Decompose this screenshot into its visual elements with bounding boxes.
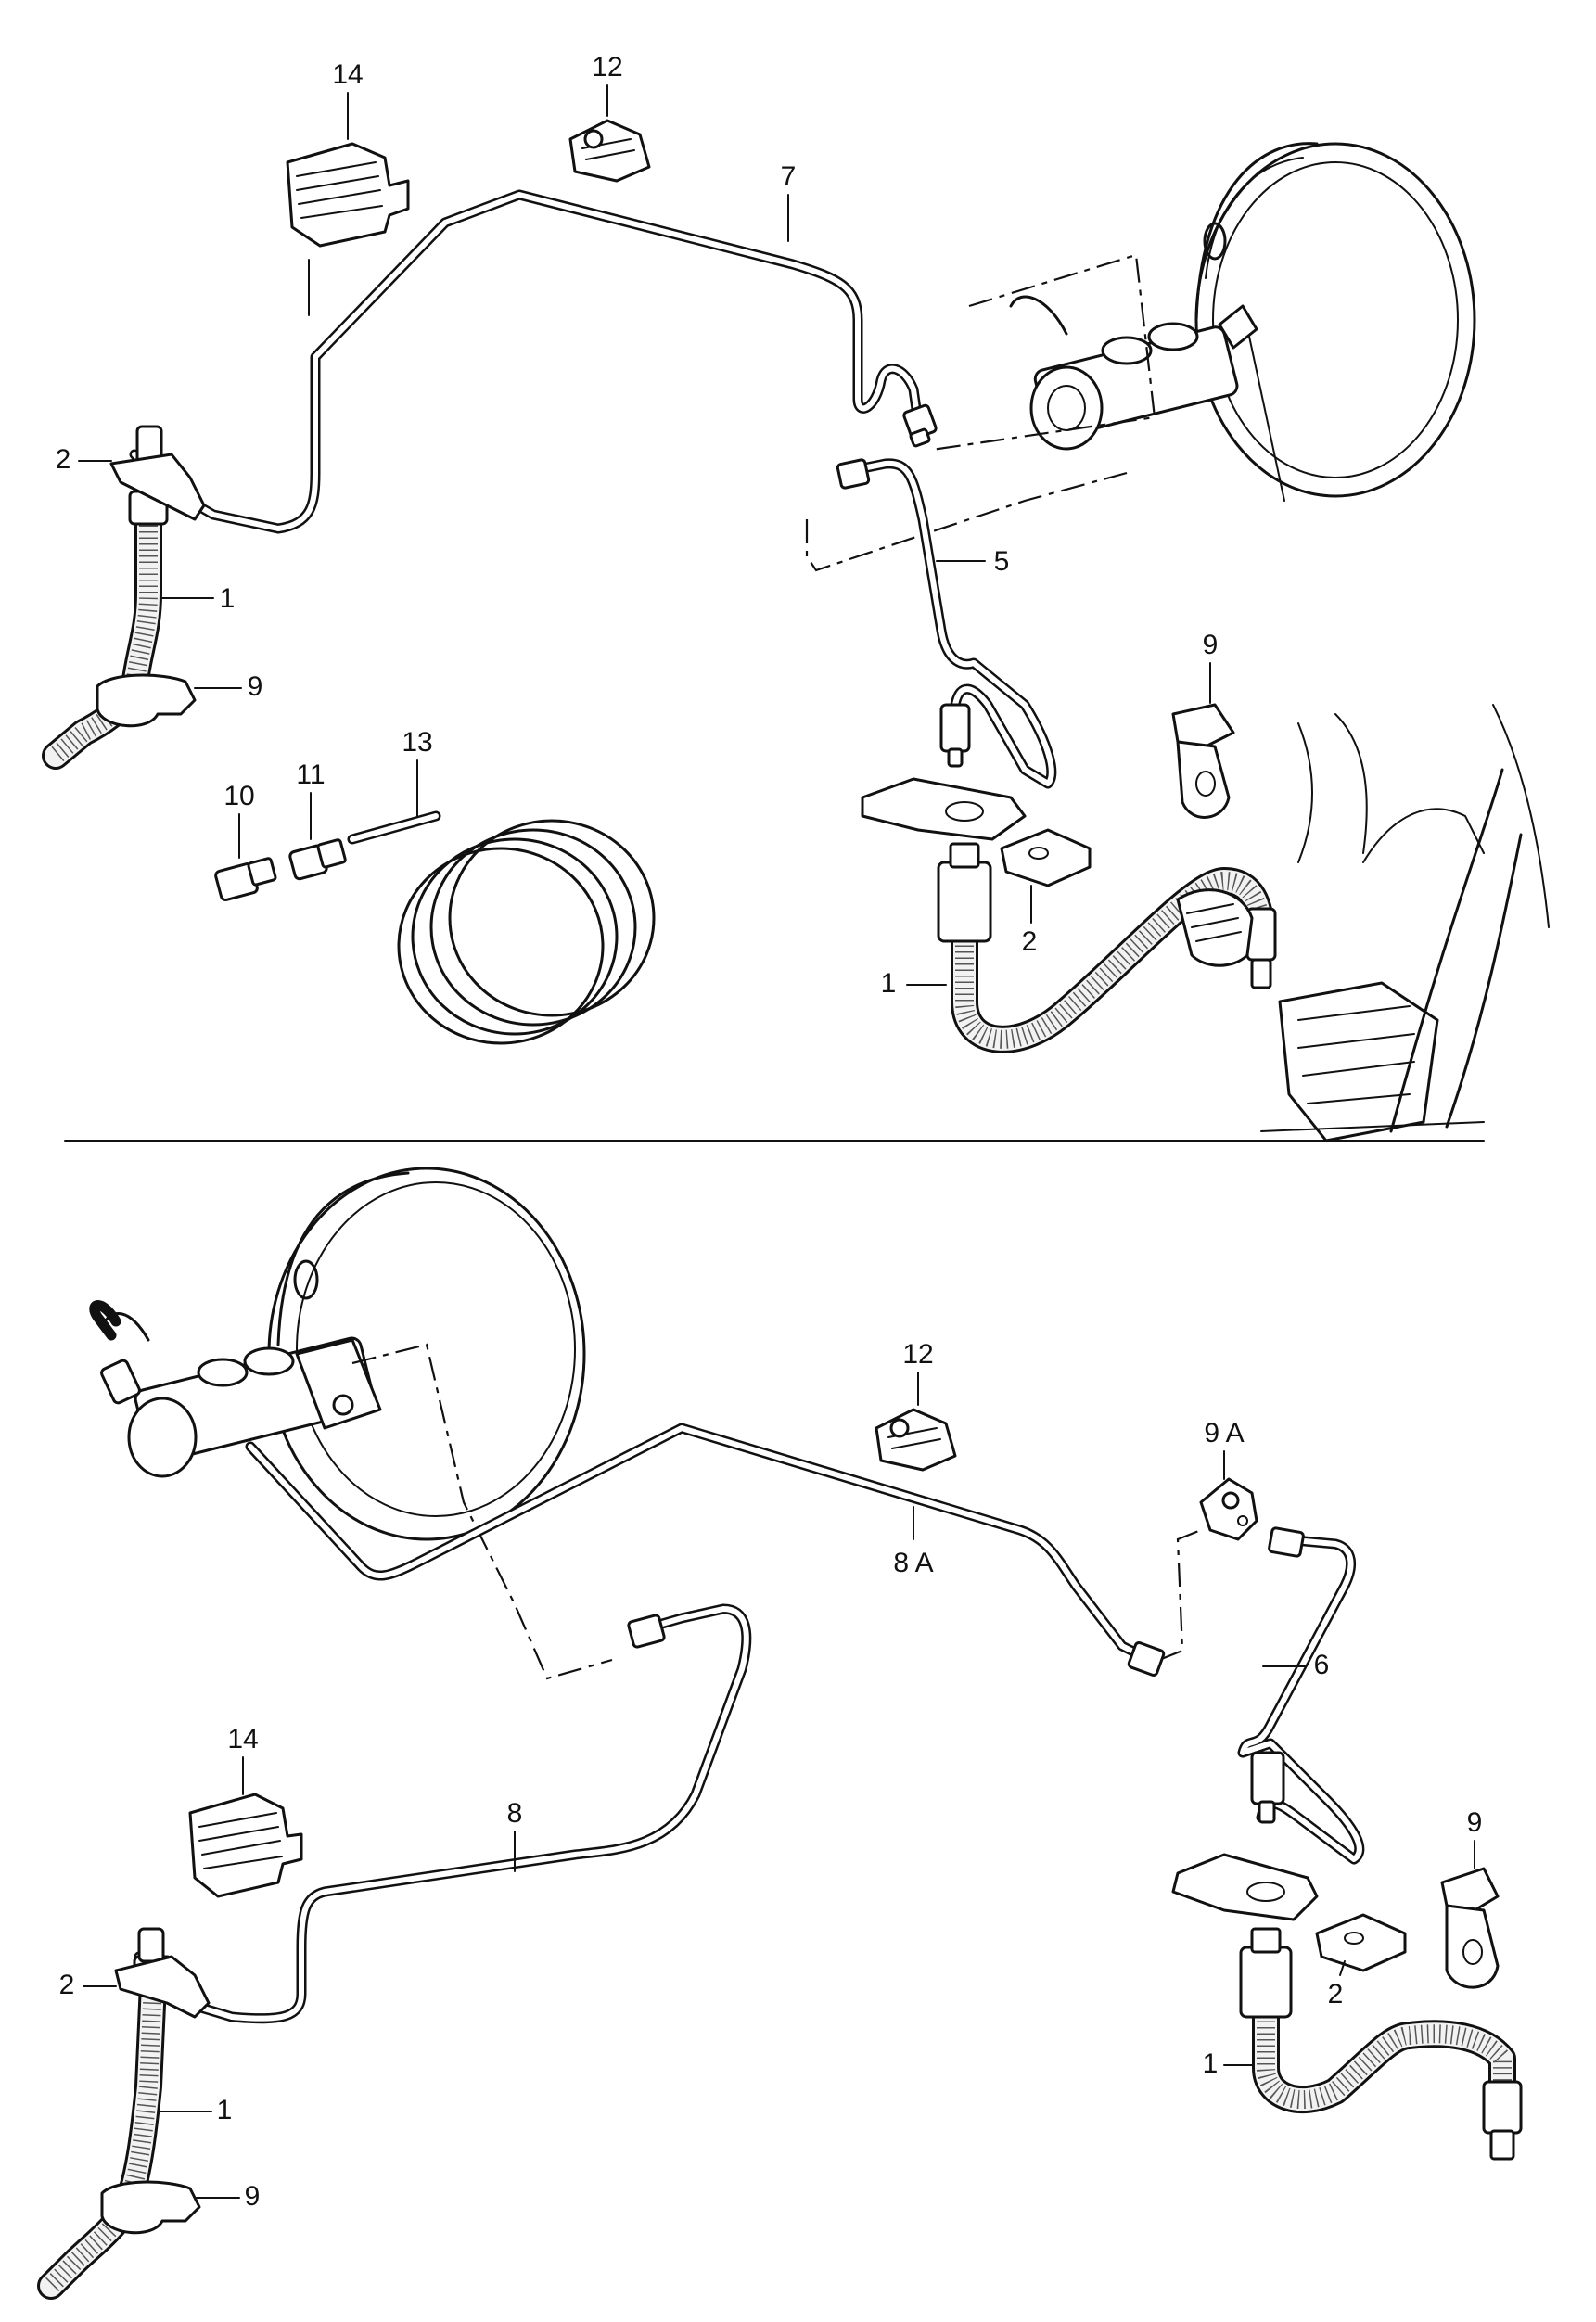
callout-8A: 8 A xyxy=(893,1548,933,1578)
master-cylinder-lower xyxy=(89,1300,382,1478)
callout-12-lower: 12 xyxy=(902,1339,933,1370)
clip-14-upper xyxy=(286,142,410,248)
bracket-2-lower-left xyxy=(114,1955,211,2019)
assembly-dashline-lower-1 xyxy=(351,1343,613,1680)
callout-9-upper-left: 9 xyxy=(248,671,263,702)
bracket-plate-upper xyxy=(861,777,1027,841)
callout-1-upper-right: 1 xyxy=(881,968,897,999)
callout-6: 6 xyxy=(1314,1650,1330,1680)
callout-10: 10 xyxy=(223,781,254,811)
bracket-hole-lower xyxy=(1246,1882,1285,1902)
fitting-10 xyxy=(214,857,277,902)
callout-12-upper: 12 xyxy=(592,52,622,83)
assembly-dashline-lower-2 xyxy=(1158,1528,1202,1662)
brake-line-8A xyxy=(245,1423,1166,1678)
callout-13: 13 xyxy=(402,727,432,758)
brake-line-5 xyxy=(836,458,1057,789)
brake-line-6 xyxy=(1237,1526,1365,1865)
clip-9-upper-left xyxy=(96,673,197,728)
brake-pipe-coil-13 xyxy=(347,810,656,1045)
callout-9-lower-right: 9 xyxy=(1467,1807,1483,1838)
assembly-dashline-upper-2 xyxy=(805,471,1128,572)
callout-2-lower-left: 2 xyxy=(59,1970,75,2000)
master-cylinder-upper xyxy=(1009,295,1258,451)
brake-line-8 xyxy=(134,1603,752,2024)
callout-5: 5 xyxy=(994,546,1010,577)
clip-9-lower-left xyxy=(100,2180,201,2235)
callout-9-lower-left: 9 xyxy=(245,2181,261,2212)
lower-section: 12 8 A 9 A 6 14 8 9 2 2 1 1 9 xyxy=(37,1167,1523,2300)
callout-9A: 9 A xyxy=(1204,1418,1244,1448)
callout-1-lower-left: 1 xyxy=(217,2095,233,2125)
callout-1-upper-left: 1 xyxy=(220,583,236,614)
callout-1-lower-right: 1 xyxy=(1203,2048,1219,2079)
clip-hole-lower-right xyxy=(1344,1932,1364,1945)
assembly-dashline-upper-1 xyxy=(931,253,1156,452)
clip-12-upper xyxy=(568,119,651,183)
bracket-hole-upper xyxy=(945,801,984,822)
bracket-2-upper-left xyxy=(109,453,206,521)
callout-2-upper-right: 2 xyxy=(1022,926,1038,957)
upper-section: 14 12 7 2 1 9 5 9 10 11 13 2 1 xyxy=(42,52,1550,1142)
clip-9-upper-right xyxy=(1171,703,1235,819)
clip-hole-upper-right xyxy=(1028,847,1049,860)
bracket-plate-lower xyxy=(1171,1853,1319,1921)
callout-11: 11 xyxy=(296,759,325,790)
brake-hose-1-lower-right xyxy=(1239,1927,1523,2161)
callout-2-lower-right: 2 xyxy=(1328,1979,1344,2009)
clip-12-lower xyxy=(875,1408,957,1472)
brake-booster-upper xyxy=(1194,142,1476,502)
callout-14-lower: 14 xyxy=(227,1724,258,1754)
clip-14-lower xyxy=(188,1793,303,1898)
clip-9-lower-right xyxy=(1440,1867,1500,1989)
connector-9A xyxy=(1199,1477,1258,1541)
brake-line-7 xyxy=(129,189,938,534)
callout-7: 7 xyxy=(781,161,797,192)
caliper-assembly-upper xyxy=(1176,704,1550,1142)
callout-8: 8 xyxy=(507,1798,523,1829)
callout-9-upper-right: 9 xyxy=(1203,630,1219,660)
fitting-11 xyxy=(288,838,347,881)
brake-hose-1-upper-right xyxy=(937,842,1277,1053)
callout-2-upper-left: 2 xyxy=(56,444,71,475)
callout-14-upper: 14 xyxy=(332,59,363,90)
leader-2-lower-right xyxy=(1339,1960,1346,1976)
